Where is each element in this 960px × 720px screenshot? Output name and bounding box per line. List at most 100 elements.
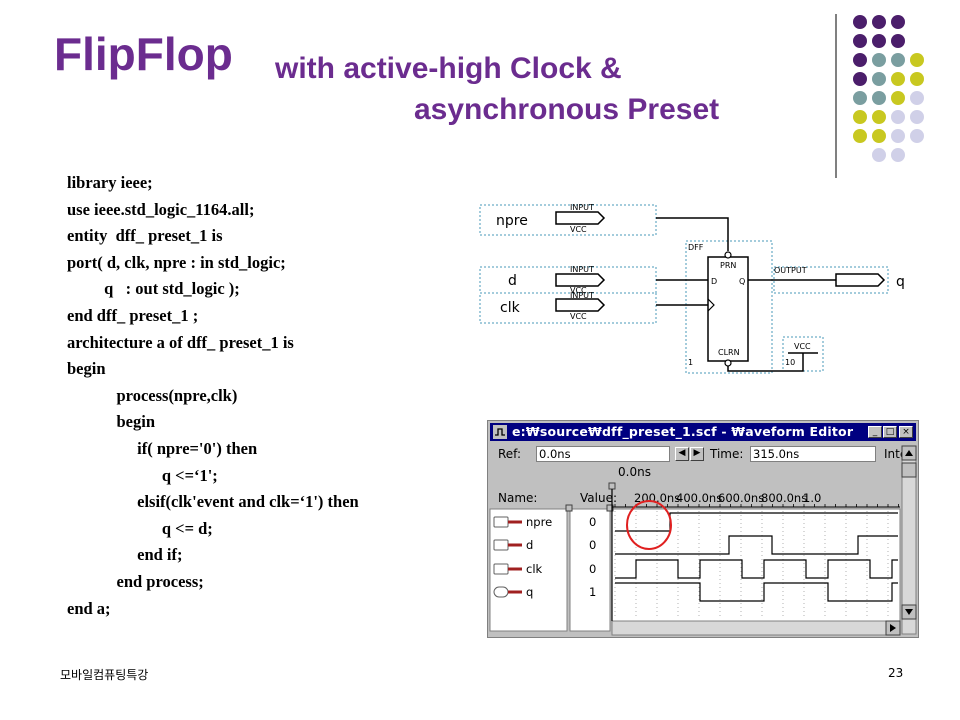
slide-subtitle-line1: with active-high Clock &	[275, 52, 622, 85]
highlight-circle	[626, 500, 672, 550]
ref-input[interactable]: 0.0ns	[536, 446, 670, 462]
input-pin-icon	[493, 516, 509, 528]
waveform-editor-window: e:₩source₩dff_preset_1.scf - ₩aveform Ed…	[487, 420, 919, 638]
dff-box	[685, 240, 773, 374]
slide-subtitle-line2: asynchronous Preset	[414, 93, 720, 126]
waveform-plot: Name: Value: 0.0ns 200.0ns400.0ns600.0ns…	[489, 445, 917, 636]
output-pin-icon	[493, 586, 509, 598]
ref-next-button[interactable]: ▶	[690, 447, 704, 461]
decor-dot	[910, 110, 924, 124]
decor-dot	[891, 129, 905, 143]
decor-dot	[872, 91, 886, 105]
d-pin-symbol	[555, 273, 606, 287]
code-line: elsif(clk'event and clk=‘1') then	[67, 492, 359, 512]
time-input[interactable]: 315.0ns	[750, 446, 876, 462]
slide-title: FlipFlop	[54, 28, 233, 80]
app-icon	[493, 425, 507, 439]
decor-dot	[872, 129, 886, 143]
decor-dot	[910, 91, 924, 105]
decor-dot	[872, 15, 886, 29]
npre-vcc-tag: VCC	[570, 225, 587, 234]
window-title: e:₩source₩dff_preset_1.scf - ₩aveform Ed…	[512, 424, 854, 439]
ref-label: Ref:	[498, 447, 522, 461]
signal-name: d	[526, 538, 533, 552]
maximize-button[interactable]: □	[883, 426, 897, 438]
decor-dot	[891, 15, 905, 29]
decor-dot	[853, 15, 867, 29]
code-line: end if;	[67, 545, 183, 565]
q-pin-symbol	[835, 273, 886, 287]
decor-dot	[872, 110, 886, 124]
footer-course-name: 모바일컴퓨팅특강	[60, 668, 149, 682]
q-output-box	[773, 266, 889, 294]
clk-waveform	[615, 559, 898, 579]
code-line: q <=‘1';	[67, 465, 218, 485]
scroll-thumb[interactable]	[901, 462, 917, 478]
decor-dot	[891, 34, 905, 48]
decor-dot	[853, 72, 867, 86]
code-line: use ieee.std_logic_1164.all;	[67, 199, 255, 219]
clk-input-box	[479, 292, 657, 324]
decor-dot	[872, 53, 886, 67]
decor-dot	[853, 91, 867, 105]
code-line: library ieee;	[67, 173, 153, 192]
pin-d-label: D	[711, 277, 717, 286]
signal-value: 0	[589, 562, 596, 576]
decor-dot	[853, 34, 867, 48]
decor-dot	[910, 72, 924, 86]
name-column-header: Name:	[498, 491, 537, 505]
signal-value: 0	[589, 538, 596, 552]
decor-dot	[891, 72, 905, 86]
window-titlebar: e:₩source₩dff_preset_1.scf - ₩aveform Ed…	[490, 423, 916, 441]
cursor-time-label: 0.0ns	[618, 465, 651, 479]
npre-input-box	[479, 204, 657, 236]
decor-dot	[891, 110, 905, 124]
npre-label: npre	[496, 213, 528, 229]
decor-dot	[853, 129, 867, 143]
decor-dot	[872, 148, 886, 162]
ref-prev-button[interactable]: ◀	[675, 447, 689, 461]
code-line: port( d, clk, npre : in std_logic;	[67, 252, 286, 272]
code-line: process(npre,clk)	[67, 385, 238, 405]
decor-dot	[891, 53, 905, 67]
input-pin-icon	[493, 563, 509, 575]
decor-dot	[891, 91, 905, 105]
code-line: if( npre='0') then	[67, 439, 258, 458]
num-10-label: 10	[785, 358, 795, 367]
signal-name: npre	[526, 515, 552, 529]
code-line: begin	[67, 412, 156, 432]
time-tick-label: 600.0ns	[718, 491, 764, 505]
signal-name: clk	[526, 562, 543, 576]
dff-schematic: INPUT VCC INPUT VCC INPUT VCC OUTPUT DFF…	[479, 203, 905, 374]
clrn-label: CLRN	[718, 348, 740, 357]
clk-pin-symbol	[555, 298, 606, 312]
page-number: 23	[888, 666, 904, 680]
clk-input-tag: INPUT	[570, 291, 594, 300]
decor-dot	[853, 110, 867, 124]
q-waveform	[615, 582, 898, 602]
npre-pin-symbol	[555, 211, 606, 225]
interval-label: Inte	[884, 447, 908, 461]
code-line: architecture a of dff_ preset_1 is	[67, 332, 294, 352]
input-pin-icon	[493, 539, 509, 551]
clk-vcc-tag: VCC	[570, 312, 587, 321]
time-tick-label: 400.0ns	[676, 491, 722, 505]
d-input-box	[479, 266, 657, 294]
decorative-dots	[835, 14, 924, 178]
decor-dot	[910, 129, 924, 143]
npre-input-tag: INPUT	[570, 203, 594, 212]
d-input-tag: INPUT	[570, 265, 594, 274]
code-line: entity dff_ preset_1 is	[67, 226, 223, 246]
code-line: end dff_ preset_1 ;	[67, 306, 199, 325]
decor-dot	[872, 72, 886, 86]
output-tag: OUTPUT	[774, 266, 807, 275]
code-line: end a;	[67, 598, 111, 618]
vcc-block-label: VCC	[794, 342, 811, 351]
minimize-button[interactable]: _	[868, 426, 882, 438]
signal-value: 0	[589, 515, 596, 529]
q-label: q	[896, 274, 905, 290]
d-label: d	[508, 273, 517, 289]
code-line: q : out std_logic );	[67, 279, 240, 299]
signal-name: q	[526, 585, 533, 599]
close-button[interactable]: ×	[899, 426, 913, 438]
